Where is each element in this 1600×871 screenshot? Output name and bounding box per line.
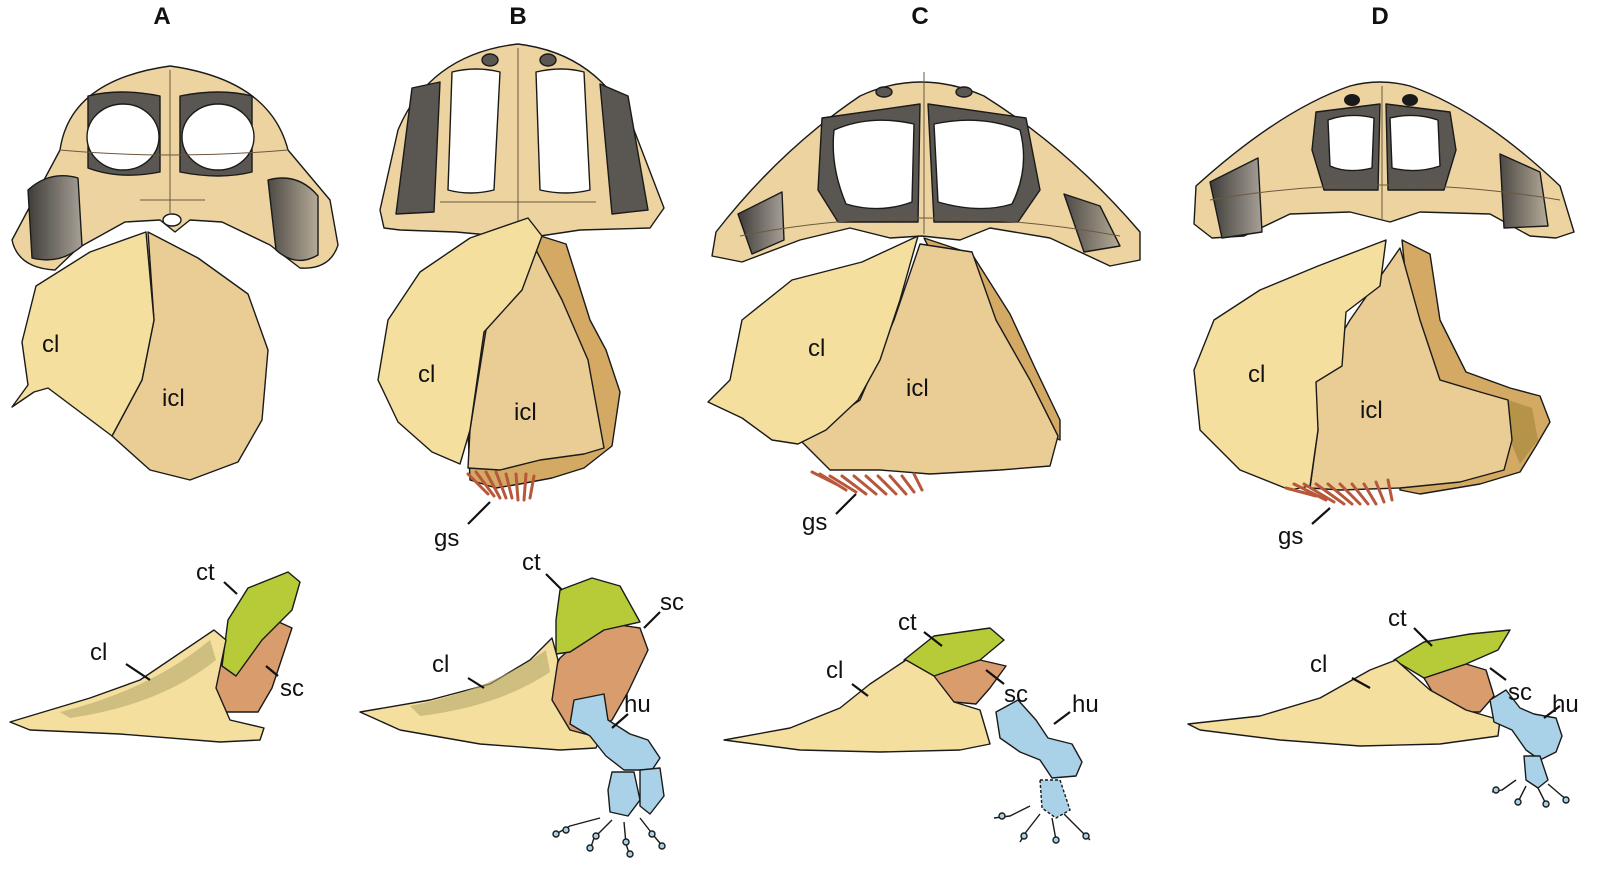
label-gs-d: gs — [1278, 523, 1303, 550]
skull-a — [11, 65, 339, 271]
label-ct-d: ct — [1388, 605, 1407, 632]
leader-sc-c — [985, 669, 1005, 685]
leader-sc-a — [265, 665, 279, 677]
label-hu-b: hu — [624, 691, 651, 718]
label-cl-side-d: cl — [1310, 651, 1327, 678]
leader-sc-d — [1489, 667, 1507, 681]
label-hu-c: hu — [1072, 691, 1099, 718]
humerus-d — [1489, 689, 1570, 808]
panel-letter-b: B — [509, 3, 526, 30]
label-ct-c: ct — [898, 609, 917, 636]
panel-b: B cl ic — [359, 3, 684, 858]
skull-b — [379, 43, 665, 237]
leader-cl-c — [851, 683, 869, 697]
label-cl-top-a: cl — [42, 331, 59, 358]
leader-hu-c — [1053, 711, 1071, 725]
clavicle-interclavicle-c — [707, 235, 1061, 496]
leader-sc-b — [643, 611, 661, 629]
panel-letter-d: D — [1371, 3, 1388, 30]
label-cl-side-c: cl — [826, 657, 843, 684]
label-ct-b: ct — [522, 549, 541, 576]
leader-gs-b — [467, 501, 491, 525]
panel-c: C — [707, 3, 1141, 844]
label-sc-d: sc — [1508, 679, 1532, 706]
leader-ct-d — [1413, 627, 1433, 647]
clavicle-interclavicle-d — [1193, 239, 1551, 506]
panel-letter-a: A — [153, 3, 170, 30]
humerus-c — [993, 699, 1091, 844]
label-cl-side-b: cl — [432, 651, 449, 678]
label-cl-top-d: cl — [1248, 361, 1265, 388]
leader-cl-a — [125, 663, 151, 681]
label-ct-a: ct — [196, 559, 215, 586]
skull-c — [711, 72, 1141, 267]
pectoral-girdle-lateral-b — [359, 577, 666, 858]
label-icl-b: icl — [514, 399, 537, 426]
leader-ct-b — [545, 573, 563, 591]
leader-hu-d — [1543, 705, 1561, 719]
panel-d: D — [1187, 3, 1579, 808]
leader-ct-a — [223, 581, 238, 595]
leader-gs-d — [1311, 507, 1331, 525]
label-sc-c: sc — [1004, 681, 1028, 708]
leader-cl-d — [1351, 677, 1371, 689]
label-cl-side-a: cl — [90, 639, 107, 666]
gastral-scales-c — [810, 470, 924, 496]
humerus-b — [552, 693, 666, 858]
leader-hu-b — [611, 713, 629, 729]
label-sc-b: sc — [660, 589, 684, 616]
panel-a: A cl icl ct sc cl — [9, 3, 339, 743]
pectoral-girdle-lateral-c — [723, 627, 1091, 844]
label-icl-d: icl — [1360, 397, 1383, 424]
gastral-scales-b — [466, 470, 536, 502]
label-gs-b: gs — [434, 525, 459, 552]
label-icl-a: icl — [162, 385, 185, 412]
panel-letter-c: C — [911, 3, 928, 30]
clavicle-interclavicle-a — [11, 231, 269, 481]
leader-gs-c — [835, 493, 857, 515]
label-hu-d: hu — [1552, 691, 1579, 718]
label-icl-c: icl — [906, 375, 929, 402]
clavicle-interclavicle-b — [377, 217, 621, 502]
leader-cl-b — [467, 677, 485, 689]
pectoral-girdle-lateral-d — [1187, 629, 1570, 808]
skull-d — [1193, 81, 1575, 239]
label-cl-top-b: cl — [418, 361, 435, 388]
pectoral-girdle-lateral-a — [9, 571, 301, 743]
label-sc-a: sc — [280, 675, 304, 702]
label-cl-top-c: cl — [808, 335, 825, 362]
gastral-scales-d — [1284, 478, 1394, 506]
label-gs-c: gs — [802, 509, 827, 536]
leader-ct-c — [923, 631, 943, 647]
